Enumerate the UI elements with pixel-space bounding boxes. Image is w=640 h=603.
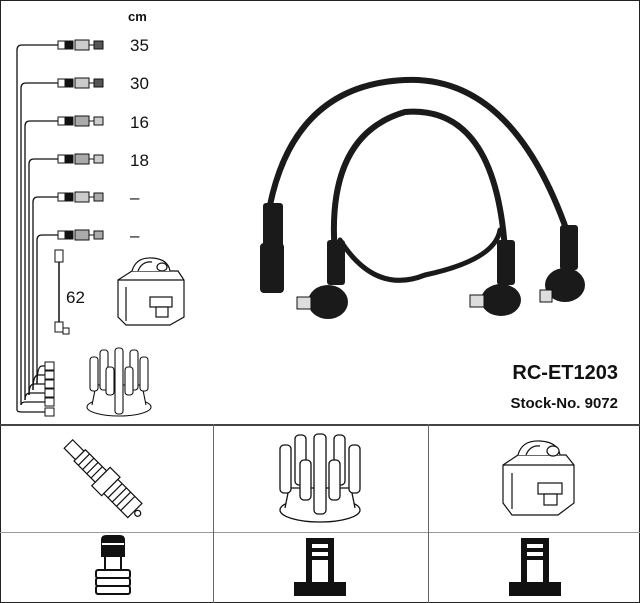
top-panel: cm 35 30 16 18 – – 62 (16, 9, 618, 417)
distributor-cap-illustration (86, 347, 152, 417)
coil-lead-length: 62 (66, 288, 85, 307)
divider-top (0, 424, 640, 426)
cable-length-5: – (130, 188, 140, 207)
cable-length-3: 16 (130, 113, 149, 132)
cable-length-4: 18 (130, 151, 149, 170)
ignition-coil-illustration (117, 257, 185, 326)
connectors (44, 39, 104, 417)
spark-plug-terminal-icon (95, 535, 131, 595)
cable-length-1: 35 (130, 36, 149, 55)
coil-lead (54, 249, 70, 335)
unit-label: cm (128, 9, 147, 24)
cable-length-2: 30 (130, 74, 149, 93)
distributor-terminal-icon (294, 538, 346, 596)
spark-plug-icon (63, 438, 143, 519)
cable-length-6: – (130, 226, 140, 245)
divider-middle (0, 532, 640, 533)
coil-terminal-icon (509, 538, 561, 596)
grid-divider-2 (428, 424, 429, 603)
distributor-cap-icon (279, 433, 361, 523)
ignition-coil-icon (502, 440, 575, 516)
cable-schematic (16, 39, 104, 417)
grid-divider-1 (213, 424, 214, 603)
ignition-cable-set-image (260, 76, 585, 319)
product-model: RC-ET1203 (512, 362, 618, 384)
stock-number: Stock-No. 9072 (510, 395, 618, 412)
